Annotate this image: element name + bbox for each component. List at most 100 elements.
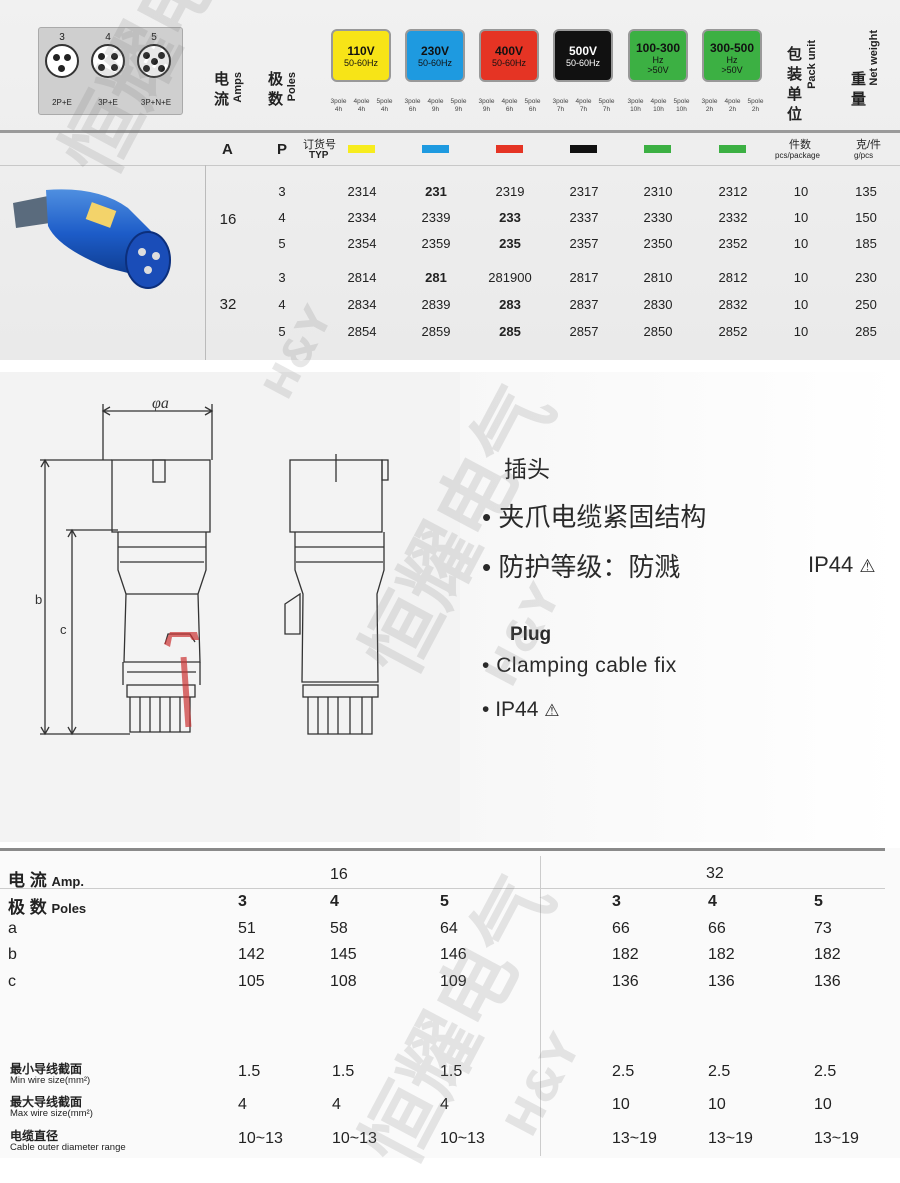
pole-count: 5pole [376, 98, 393, 105]
clock-position: 6h [505, 106, 514, 113]
pole-count: 5pole [450, 98, 467, 105]
clock-position: 9h [431, 106, 440, 113]
color-swatch [570, 145, 597, 153]
pole-value: 3 [278, 270, 286, 285]
voltage-label: 110V [347, 44, 375, 58]
socket-4pole-icon [91, 44, 125, 78]
dimension-value: 136 [708, 973, 735, 990]
pack-unit-value: 10 [793, 297, 809, 312]
clock-position: 10h [676, 106, 687, 113]
weight-sub-en: g/pcs [854, 151, 874, 160]
a-label: A [222, 141, 233, 158]
pole-header: 5 [440, 893, 449, 910]
pole-header: 4 [330, 893, 339, 910]
order-code: 2814 [347, 270, 377, 285]
frequency-label: 50-60Hz [417, 58, 453, 68]
order-en-label: TYP [309, 150, 329, 161]
order-code: 2350 [643, 236, 673, 251]
pole-count: 3pole [404, 98, 421, 105]
amp-group-16: 16 [330, 866, 348, 883]
wire-value: 4 [238, 1096, 247, 1113]
title-cn: 插头 [504, 456, 550, 482]
order-code: 233 [499, 210, 521, 225]
order-code: 2354 [347, 236, 377, 251]
order-code: 2830 [643, 297, 673, 312]
phi-a-label: φa [152, 395, 169, 412]
voltage-label: 500V [568, 44, 598, 58]
table-top-rule [0, 848, 885, 851]
weight-value: 230 [855, 270, 877, 285]
pole-count: 3pole [627, 98, 644, 105]
pole-count: 4pole [501, 98, 518, 105]
order-cn-label: 订货号 [303, 139, 336, 151]
dimension-value: 51 [238, 920, 256, 937]
ip-rating-right: IP44 ⚠ [808, 552, 876, 577]
order-code: 2330 [643, 210, 673, 225]
weight-value: 150 [855, 210, 877, 225]
pack-unit-value: 10 [793, 324, 809, 339]
order-code: 2312 [718, 184, 748, 199]
pole-count: 3pole [478, 98, 495, 105]
pole-header: 5 [814, 893, 823, 910]
poles-en-label: Poles [286, 72, 298, 102]
voltage-label: 400V [494, 44, 524, 58]
order-code: 2859 [421, 324, 451, 339]
clock-position: 9h [482, 106, 491, 113]
pole-count: 3pole [330, 98, 347, 105]
pole-header: 4 [708, 893, 717, 910]
dimension-label: c [8, 973, 16, 990]
amps-cn-label: 电流 [214, 71, 230, 108]
color-swatch [348, 145, 375, 153]
pole-count: 4pole [353, 98, 370, 105]
spec-table-top: 3 2P+E 4 3P+E 5 3P+N+E 电流 Amps 极数 Poles … [0, 0, 900, 360]
pole-value: 4 [278, 210, 286, 225]
pole-value: 5 [278, 236, 286, 251]
voltage-range-label: >50V [721, 65, 743, 75]
weight-sub-cn: 克/件 [856, 139, 882, 151]
plug-technical-drawing: φa b c [35, 395, 389, 736]
technical-drawing-area: φa b c [0, 372, 460, 842]
order-code: 2834 [347, 297, 377, 312]
dimension-value: 182 [612, 946, 639, 963]
clock-position: 10h [630, 106, 641, 113]
wire-value: 10 [612, 1096, 630, 1113]
amp-group-32: 32 [706, 865, 724, 882]
clock-position: 2h [705, 106, 714, 113]
order-code: 2810 [643, 270, 673, 285]
poles-label-cn: 极 数 Poles [8, 898, 87, 917]
table-row-rule [0, 888, 885, 889]
order-code: 2314 [347, 184, 377, 199]
dimension-value: 58 [330, 920, 348, 937]
wire-value: 10~13 [440, 1130, 485, 1147]
order-code: 2852 [718, 324, 748, 339]
dimension-value: 136 [814, 973, 841, 990]
socket-number: 5 [151, 32, 157, 43]
wire-label-en: Cable outer diameter range [10, 1142, 126, 1153]
wire-label-cn: 最小导线截面 [10, 1062, 83, 1076]
c-dimension-label: c [60, 622, 67, 637]
amp-value: 16 [219, 211, 237, 228]
clock-position: 6h [408, 106, 417, 113]
voltage-range-label: >50V [647, 65, 669, 75]
order-code: 231 [425, 184, 447, 199]
pole-header: 3 [238, 893, 247, 910]
voltage-label: 230V [420, 44, 450, 58]
pole-count: 4pole [724, 98, 741, 105]
clock-position: 7h [579, 106, 588, 113]
order-code: 2319 [495, 184, 525, 199]
weight-en-label: Net weight [868, 30, 880, 86]
pack-unit-value: 10 [793, 270, 809, 285]
pack-en-label: Pack unit [806, 40, 818, 89]
dimension-value: 136 [612, 973, 639, 990]
pole-count: 4pole [427, 98, 444, 105]
voltage-label: 100-300 [635, 41, 681, 55]
group-divider [540, 856, 541, 1156]
dimension-label: b [8, 946, 17, 963]
pole-count: 5pole [524, 98, 541, 105]
order-code: 2832 [718, 297, 748, 312]
clock-position: 6h [528, 106, 537, 113]
order-code: 2332 [718, 210, 748, 225]
